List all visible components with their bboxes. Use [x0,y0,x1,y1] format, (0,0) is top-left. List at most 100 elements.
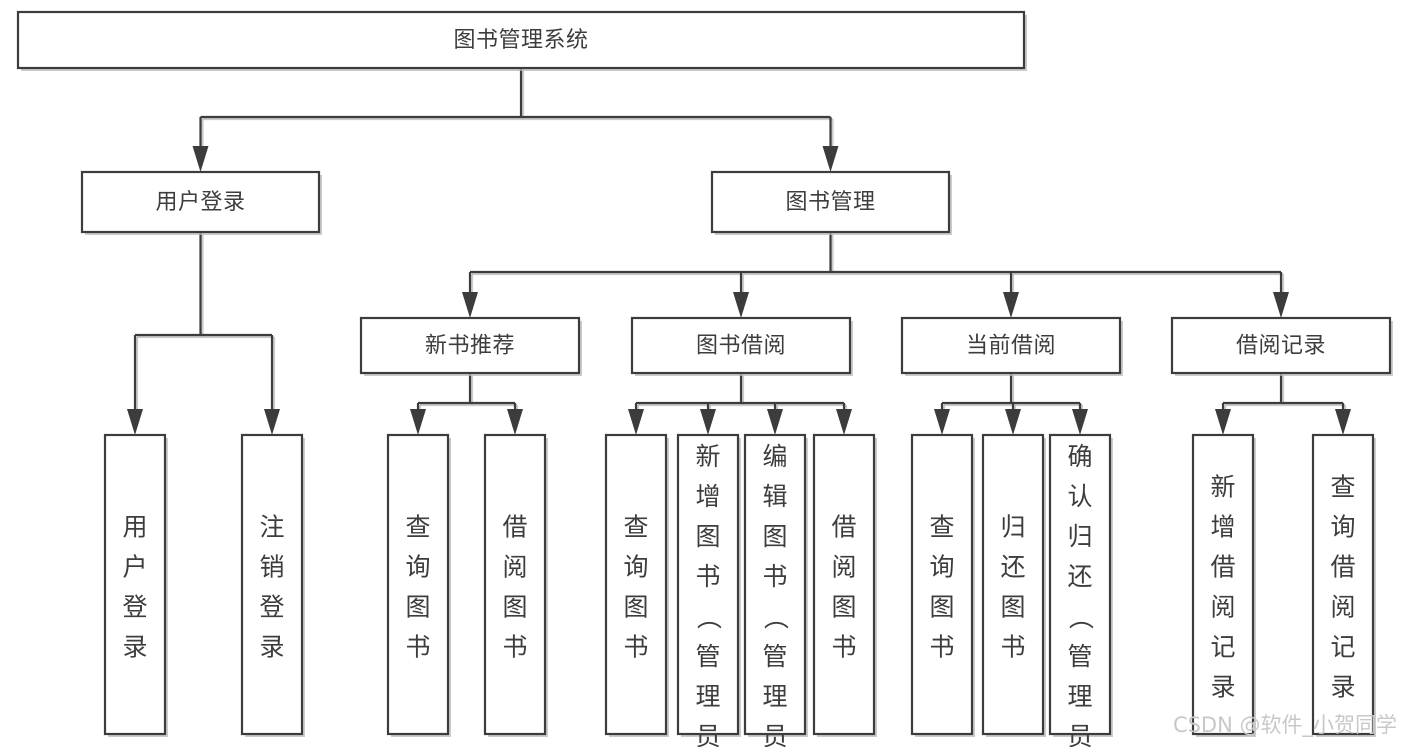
leaf-box-leaf-user-login[interactable] [103,433,167,736]
arrow-head-icon [507,409,523,435]
leaf-box-leaf-query-book-2[interactable] [604,433,668,736]
node-root-label: 图书管理系统 [453,28,588,53]
svg-text:户: 户 [122,553,147,582]
svg-text:查: 查 [1330,473,1355,502]
arrow-head-icon [700,409,716,435]
arrow-head-icon [410,409,426,435]
svg-text:书: 书 [405,633,430,662]
csdn-watermark: CSDN @软件_小贺同学 [1173,713,1397,738]
connector-layer [127,68,1351,435]
svg-text:确: 确 [1067,442,1092,471]
node-level3-box-current-borrow[interactable] [900,316,1122,375]
arrow-head-icon [767,409,783,435]
node-level3-label-current-borrow: 当前借阅 [966,334,1056,359]
svg-text:查: 查 [929,513,954,542]
svg-text:图: 图 [623,593,648,622]
svg-text:销: 销 [259,553,284,582]
svg-text:图: 图 [502,593,527,622]
svg-text:还: 还 [1067,562,1092,591]
svg-text:归: 归 [1000,513,1025,542]
svg-text:辑: 辑 [762,482,787,511]
svg-text:询: 询 [929,553,954,582]
svg-text:图: 图 [929,593,954,622]
svg-text:书: 书 [502,633,527,662]
svg-text:员: 员 [1067,722,1092,747]
leaf-box-leaf-confirm-return[interactable] [1048,433,1112,736]
svg-text:询: 询 [405,553,430,582]
leaf-box-leaf-query-record[interactable] [1311,433,1375,736]
svg-text:借: 借 [502,513,527,542]
svg-text:查: 查 [405,513,430,542]
arrow-head-icon [1335,409,1351,435]
arrow-head-icon [628,409,644,435]
svg-text:理: 理 [1067,682,1092,711]
leaf-box-leaf-edit-book[interactable] [743,433,807,736]
arrow-head-icon [836,409,852,435]
svg-text:登: 登 [259,593,284,622]
svg-text:（: （ [1066,604,1095,629]
node-box-layer [16,10,1393,737]
node-level2-label-user-login: 用户登录 [155,190,245,215]
svg-text:记: 记 [1330,633,1355,662]
svg-text:员: 员 [762,722,787,747]
svg-text:（: （ [761,604,790,629]
node-level3-label-borrow-record: 借阅记录 [1236,334,1326,359]
node-level2-box-user-login[interactable] [80,170,321,234]
arrow-head-icon [822,146,839,172]
node-root-box[interactable] [16,10,1026,70]
svg-text:图: 图 [762,522,787,551]
svg-text:询: 询 [1330,513,1355,542]
node-level3-label-book-borrow: 图书借阅 [696,334,786,359]
arrow-head-icon [733,292,749,318]
svg-text:登: 登 [122,593,147,622]
arrow-head-icon [1273,292,1289,318]
leaf-box-leaf-query-book-1[interactable] [386,433,450,736]
svg-text:书: 书 [695,562,720,591]
svg-text:书: 书 [831,633,856,662]
svg-text:书: 书 [929,633,954,662]
svg-text:理: 理 [695,682,720,711]
svg-text:阅: 阅 [502,553,527,582]
svg-text:图: 图 [405,593,430,622]
svg-text:图: 图 [1000,593,1025,622]
svg-text:查: 查 [623,513,648,542]
svg-text:书: 书 [623,633,648,662]
leaf-box-leaf-borrow-book-2[interactable] [812,433,876,736]
leaf-box-leaf-user-logout[interactable] [240,433,304,736]
svg-text:编: 编 [762,442,787,471]
node-level3-box-book-borrow[interactable] [630,316,852,375]
leaf-box-leaf-add-book[interactable] [676,433,740,736]
node-level2-label-book-manage: 图书管理 [785,190,875,215]
leaf-box-leaf-borrow-book-1[interactable] [483,433,547,736]
leaf-box-leaf-query-book-3[interactable] [910,433,974,736]
svg-text:询: 询 [623,553,648,582]
node-level3-box-new-book-recommend[interactable] [359,316,581,375]
leaf-box-leaf-add-record[interactable] [1191,433,1255,736]
svg-text:借: 借 [831,513,856,542]
leaf-label-leaf-user-login: 用户登录 [122,513,147,662]
svg-text:增: 增 [1210,513,1235,542]
node-level2-box-book-manage[interactable] [710,170,951,234]
svg-text:还: 还 [1000,553,1025,582]
arrow-head-icon [1003,292,1019,318]
svg-text:图: 图 [831,593,856,622]
arrow-head-icon [1072,409,1088,435]
svg-text:阅: 阅 [1330,593,1355,622]
leaf-box-leaf-return-book[interactable] [981,433,1045,736]
svg-text:用: 用 [122,513,147,542]
svg-text:借: 借 [1330,553,1355,582]
arrow-head-icon [1005,409,1021,435]
svg-text:归: 归 [1067,522,1092,551]
svg-text:录: 录 [122,633,147,662]
svg-text:录: 录 [259,633,284,662]
node-level3-box-borrow-record[interactable] [1170,316,1392,375]
